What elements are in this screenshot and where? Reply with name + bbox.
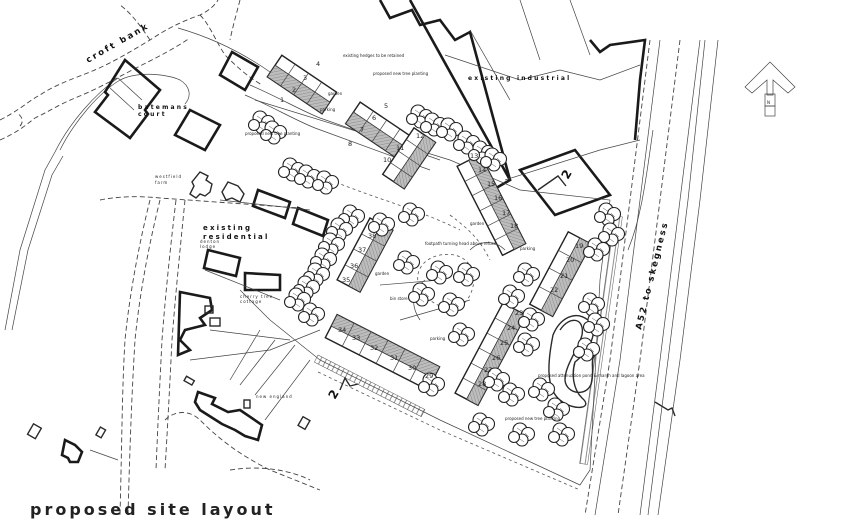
new-england-buildings	[26, 329, 311, 464]
cherry-tree-cottage-label: cherry tree	[240, 294, 273, 299]
svg-text:2: 2	[292, 86, 296, 94]
svg-text:residential: residential	[203, 233, 270, 241]
terrace-block-23-28	[454, 302, 527, 407]
existing-residential-buildings	[176, 171, 330, 361]
drawing-title: proposed site layout	[30, 500, 276, 519]
existing-industrial	[378, 0, 647, 217]
svg-text:14: 14	[478, 166, 486, 174]
svg-text:existing hedges to be retained: existing hedges to be retained	[343, 53, 405, 58]
svg-text:footpath turning head above re: footpath turning head above refuse	[425, 241, 497, 246]
croft-bank-road	[0, 0, 301, 331]
svg-text:16: 16	[494, 194, 502, 202]
svg-text:6: 6	[372, 114, 376, 122]
batemans-court-label: batemans	[138, 104, 189, 111]
svg-text:27: 27	[484, 366, 492, 374]
svg-text:10: 10	[383, 156, 391, 164]
svg-text:15: 15	[487, 180, 495, 188]
north-arrow: N	[744, 61, 796, 117]
batemans-court	[93, 50, 260, 152]
north-letter: N	[767, 100, 770, 105]
svg-text:19: 19	[575, 242, 583, 250]
terrace-block-1-4	[266, 54, 338, 115]
svg-text:36: 36	[350, 262, 358, 270]
svg-text:parking: parking	[520, 246, 536, 251]
svg-text:34: 34	[338, 326, 346, 334]
westfield-farm-label: westfield	[155, 174, 182, 179]
svg-text:13: 13	[470, 152, 478, 160]
svg-text:parking: parking	[320, 107, 336, 112]
existing-residential-label: existing	[203, 224, 252, 232]
svg-text:lodge: lodge	[200, 244, 216, 249]
svg-text:proposed attenuation pond & ma: proposed attenuation pond & marsh and la…	[538, 373, 645, 378]
svg-text:garden: garden	[375, 271, 390, 276]
svg-text:court: court	[138, 111, 167, 118]
attenuation-pond	[548, 315, 596, 408]
new-england-label: new england	[256, 394, 293, 399]
svg-text:proposed new tree planting: proposed new tree planting	[505, 416, 561, 421]
svg-text:1: 1	[280, 96, 284, 104]
svg-text:12: 12	[416, 132, 424, 140]
terrace-block-29-34	[324, 313, 441, 391]
svg-text:21: 21	[560, 272, 568, 280]
svg-text:37: 37	[358, 246, 366, 254]
svg-text:25: 25	[500, 339, 508, 347]
annotations: existing hedges to be retained proposed …	[245, 53, 645, 421]
svg-text:bin store: bin store	[390, 296, 408, 301]
svg-text:proposed new tree planting: proposed new tree planting	[373, 71, 429, 76]
svg-text:4: 4	[316, 60, 320, 68]
denton-lodge-label: denton	[200, 239, 220, 244]
svg-text:20: 20	[566, 256, 574, 264]
svg-text:cottage: cottage	[240, 299, 262, 304]
svg-text:parking: parking	[430, 336, 446, 341]
existing-industrial-label: existing industrial	[468, 75, 571, 82]
svg-text:3: 3	[303, 74, 307, 82]
svg-text:18: 18	[510, 222, 518, 230]
svg-text:garden: garden	[470, 221, 485, 226]
croft-bank-label: croft bank	[85, 21, 152, 65]
svg-text:7: 7	[360, 126, 364, 134]
svg-text:23: 23	[515, 309, 523, 317]
svg-text:35: 35	[342, 276, 350, 284]
svg-text:29: 29	[425, 372, 433, 380]
svg-text:26: 26	[492, 354, 500, 362]
svg-text:31: 31	[390, 354, 398, 362]
site-boundary	[239, 84, 611, 491]
terrace-block-19-22	[528, 230, 593, 318]
svg-text:garden: garden	[328, 91, 343, 96]
access-road	[99, 196, 321, 515]
svg-text:33: 33	[352, 334, 360, 342]
svg-text:5: 5	[384, 102, 388, 110]
svg-text:22: 22	[550, 286, 558, 294]
svg-text:28: 28	[478, 380, 486, 388]
svg-text:17: 17	[502, 209, 510, 217]
svg-text:farm: farm	[155, 180, 168, 185]
svg-text:30: 30	[408, 364, 416, 372]
svg-text:32: 32	[370, 344, 378, 352]
svg-text:38: 38	[368, 232, 376, 240]
svg-text:11: 11	[396, 144, 404, 152]
unit-numbers: 1 2 3 4 5 6 7 8 10 11 12 13 14 15 16 17 …	[280, 60, 583, 388]
svg-text:proposed new tree planting: proposed new tree planting	[245, 131, 301, 136]
terrace-block-9-12	[381, 126, 437, 190]
terrace-block-13-18	[456, 153, 527, 257]
svg-text:8: 8	[348, 140, 352, 148]
svg-text:24: 24	[507, 324, 515, 332]
